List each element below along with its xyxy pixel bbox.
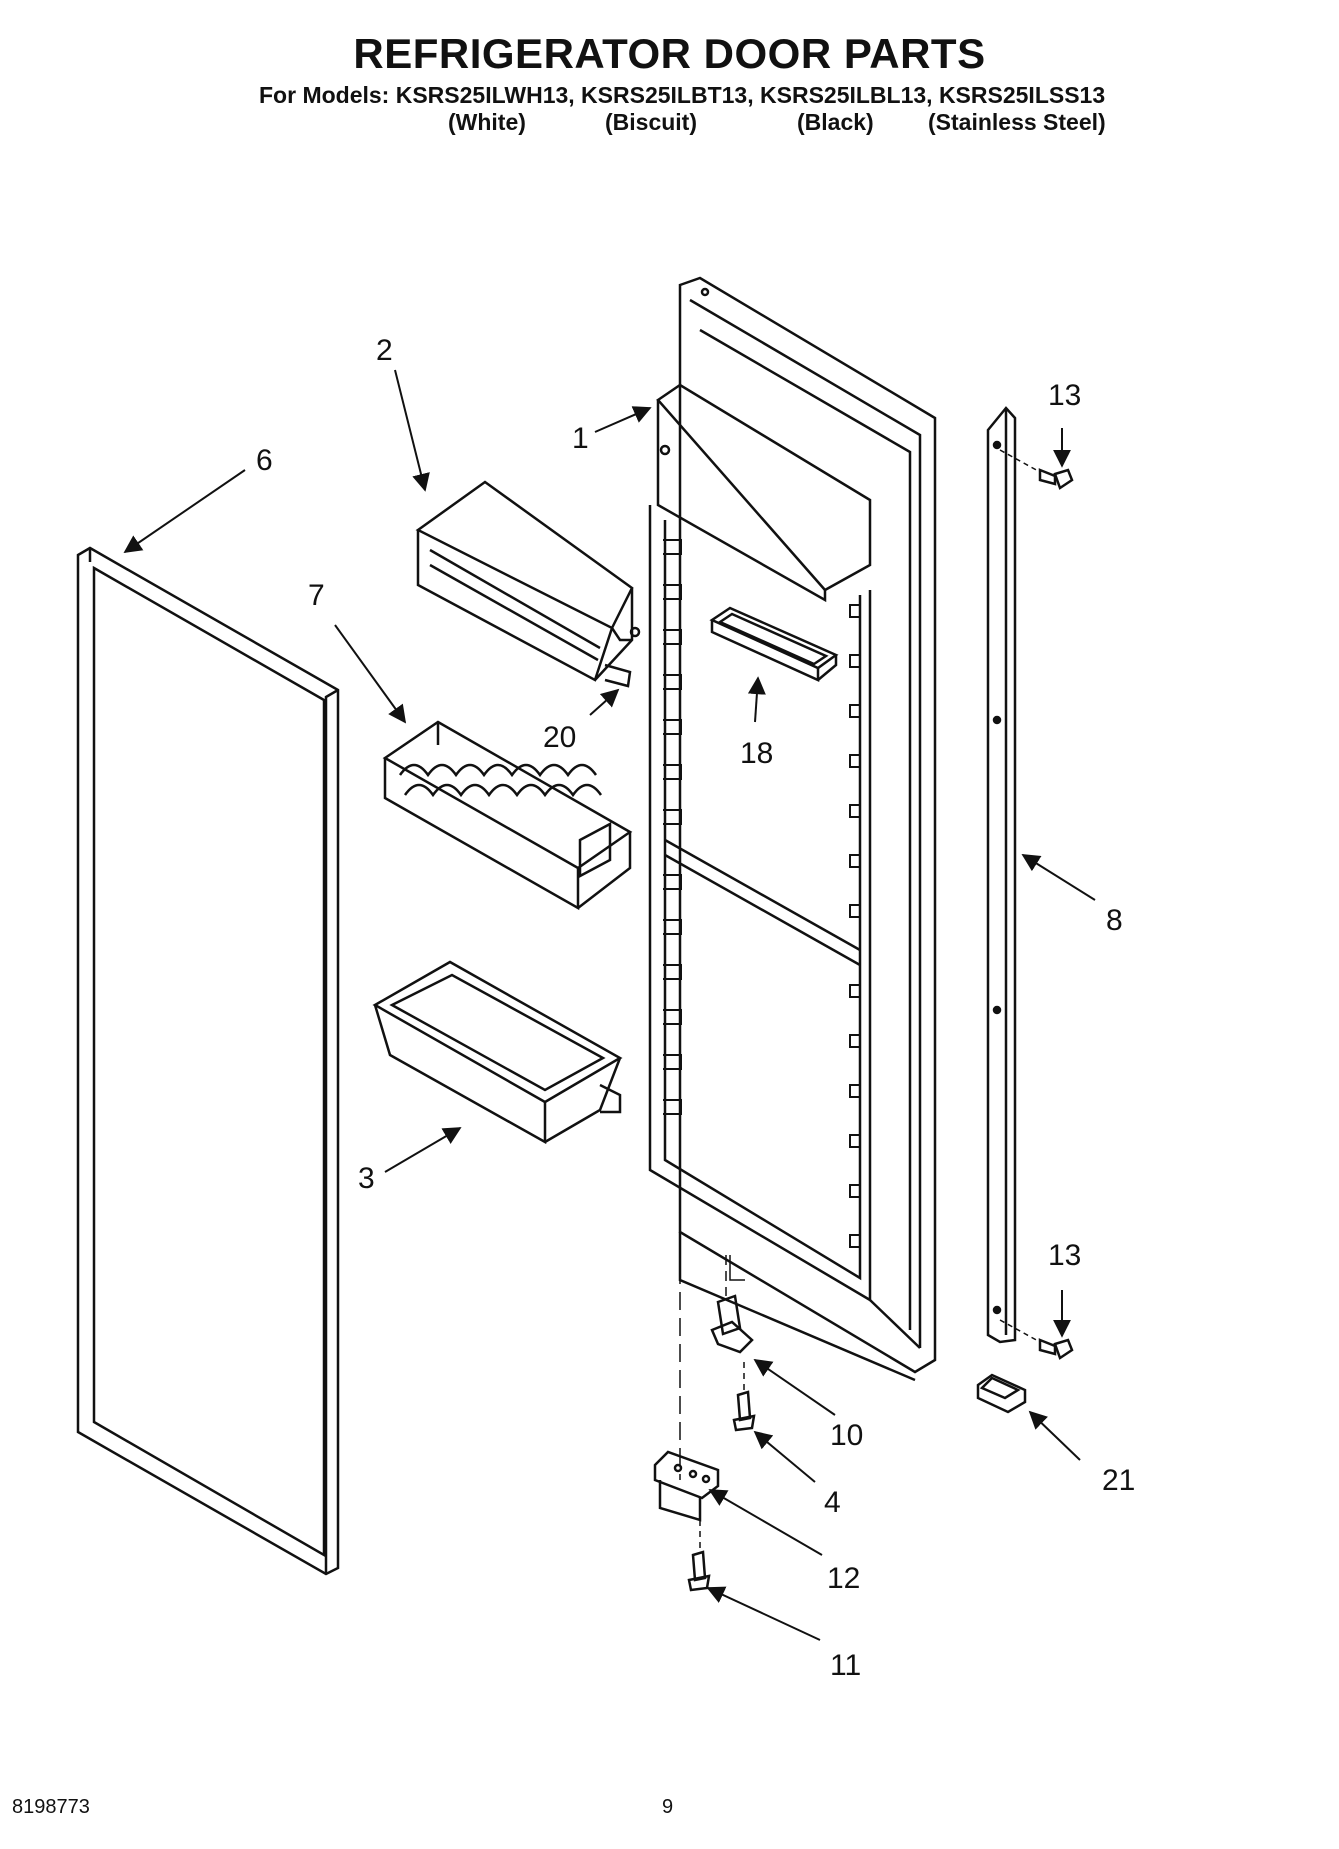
callout-2: 2 [376,334,393,367]
arrow-6 [123,469,246,554]
hinge-cap-part [976,1373,1027,1414]
callout-4: 4 [824,1486,841,1519]
models-line: For Models: KSRS25ILWH13, KSRS25ILBT13, … [259,82,1106,108]
handle-trim-part [986,406,1017,1344]
callout-18: 18 [740,737,773,770]
arrow-8 [1021,854,1096,901]
arrow-11 [706,1586,821,1641]
arrow-20 [589,688,620,716]
color-black: (Black) [797,109,874,135]
callout-10: 10 [830,1419,863,1452]
screw-11-part [687,1520,711,1592]
callout-8: 8 [1106,904,1123,937]
arrow-12 [708,1489,823,1556]
arrow-18 [747,676,766,723]
door-bin-part [372,960,623,1145]
page-title: REFRIGERATOR DOOR PARTS [353,30,986,77]
hinge-pin-part [710,1255,754,1354]
hinge-bracket-line [729,1255,745,1281]
door-gasket-part [76,546,340,1576]
color-stainless-steel: (Stainless Steel) [928,109,1106,135]
arrow-21 [1028,1410,1081,1461]
callout-6: 6 [256,444,273,477]
callout-1: 1 [572,422,589,455]
callout-21: 21 [1102,1464,1135,1497]
callout-7: 7 [308,579,325,612]
arrow-2 [394,369,430,492]
callout-12: 12 [827,1562,860,1595]
document-number: 8198773 [12,1796,90,1818]
callout-20: 20 [543,721,576,754]
egg-tray-part [382,720,633,911]
color-white: (White) [448,109,526,135]
page-number: 9 [662,1796,674,1818]
callout-13-top: 13 [1048,379,1081,412]
arrow-10 [753,1358,836,1416]
callout-11: 11 [830,1649,861,1682]
screw-13-top [999,449,1074,490]
arrow-3 [384,1127,462,1173]
lower-hinge-part [653,1450,720,1522]
screw-4-part [732,1362,756,1432]
arrow-7 [334,624,407,724]
arrow-1 [594,406,652,433]
dairy-door-part [415,480,641,688]
color-biscuit: (Biscuit) [605,109,697,135]
butter-tray-part [709,606,839,682]
door-liner-part [648,276,937,1382]
screw-13-bottom [999,1319,1074,1360]
leader-arrows [123,369,1096,1641]
callout-13-bottom: 13 [1048,1239,1081,1272]
callout-3: 3 [358,1162,375,1195]
arrow-4 [753,1430,816,1483]
